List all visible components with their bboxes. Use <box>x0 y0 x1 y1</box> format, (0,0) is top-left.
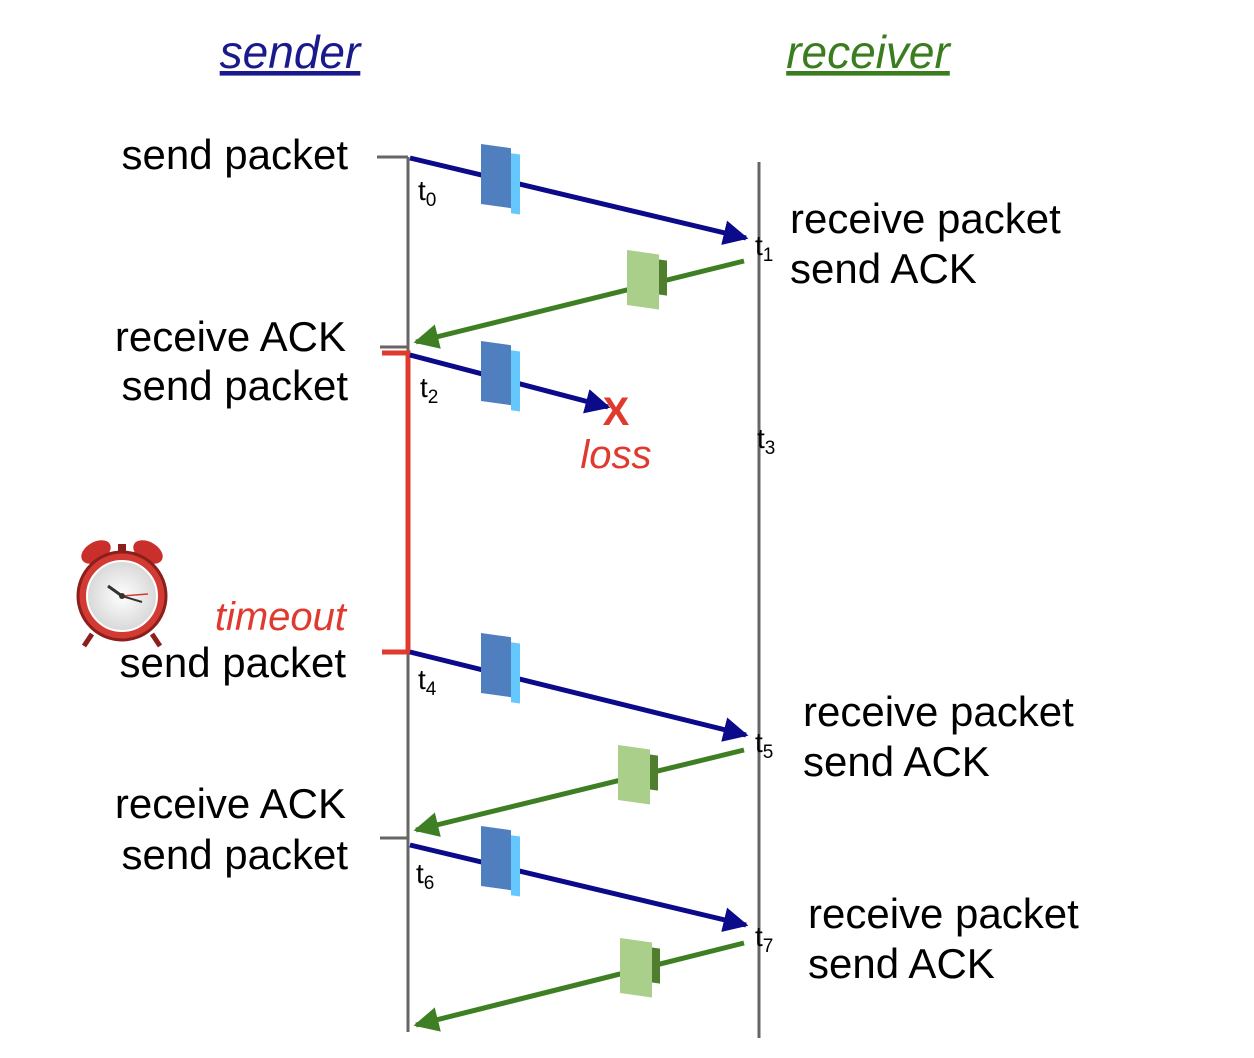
sender-action-label: receive ACK <box>115 780 346 827</box>
time-label-t2: t2 <box>420 372 438 408</box>
data-packet-icon <box>481 341 520 412</box>
data-arrow-3 <box>409 842 749 932</box>
receiver-action-label: send ACK <box>808 940 995 987</box>
timeout-label: timeout <box>215 595 348 639</box>
data-arrow-2 <box>409 649 749 742</box>
ack-packet-icon <box>627 250 667 310</box>
time-label-t5: t5 <box>755 727 773 763</box>
alarm-clock-icon <box>76 540 168 648</box>
receiver-action-label: send ACK <box>790 245 977 292</box>
ack-packet-icon <box>618 745 658 805</box>
loss-label: loss <box>580 433 651 477</box>
loss-x-icon: X <box>603 390 630 434</box>
time-label-t6: t6 <box>416 858 434 894</box>
sender-action-label: send packet <box>122 131 349 178</box>
receiver-action-label: receive packet <box>790 195 1061 242</box>
data-arrow-1 <box>409 155 749 245</box>
ack-arrow-1 <box>413 258 745 349</box>
timeout-bracket <box>382 350 411 655</box>
time-label-t4: t4 <box>418 664 437 700</box>
time-label-t1: t1 <box>755 230 773 266</box>
sender-action-label: send packet <box>120 639 347 686</box>
ack-arrow-2 <box>413 747 745 837</box>
sender-action-label: send packet <box>122 362 349 409</box>
time-label-t3: t3 <box>757 423 775 459</box>
data-packet-icon <box>481 826 520 897</box>
sender-header: sender <box>220 26 362 78</box>
data-packet-icon <box>481 144 520 215</box>
ack-arrow-3 <box>413 940 745 1032</box>
time-label-t7: t7 <box>755 921 773 957</box>
receiver-action-label: send ACK <box>803 738 990 785</box>
receiver-action-label: receive packet <box>808 890 1079 937</box>
time-label-t0: t0 <box>418 175 436 211</box>
receiver-action-label: receive packet <box>803 688 1074 735</box>
sender-action-label: receive ACK <box>115 313 346 360</box>
ack-packet-icon <box>620 938 660 998</box>
data-packet-icon <box>481 633 520 704</box>
receiver-header: receiver <box>786 26 951 78</box>
sender-action-label: send packet <box>122 831 349 878</box>
